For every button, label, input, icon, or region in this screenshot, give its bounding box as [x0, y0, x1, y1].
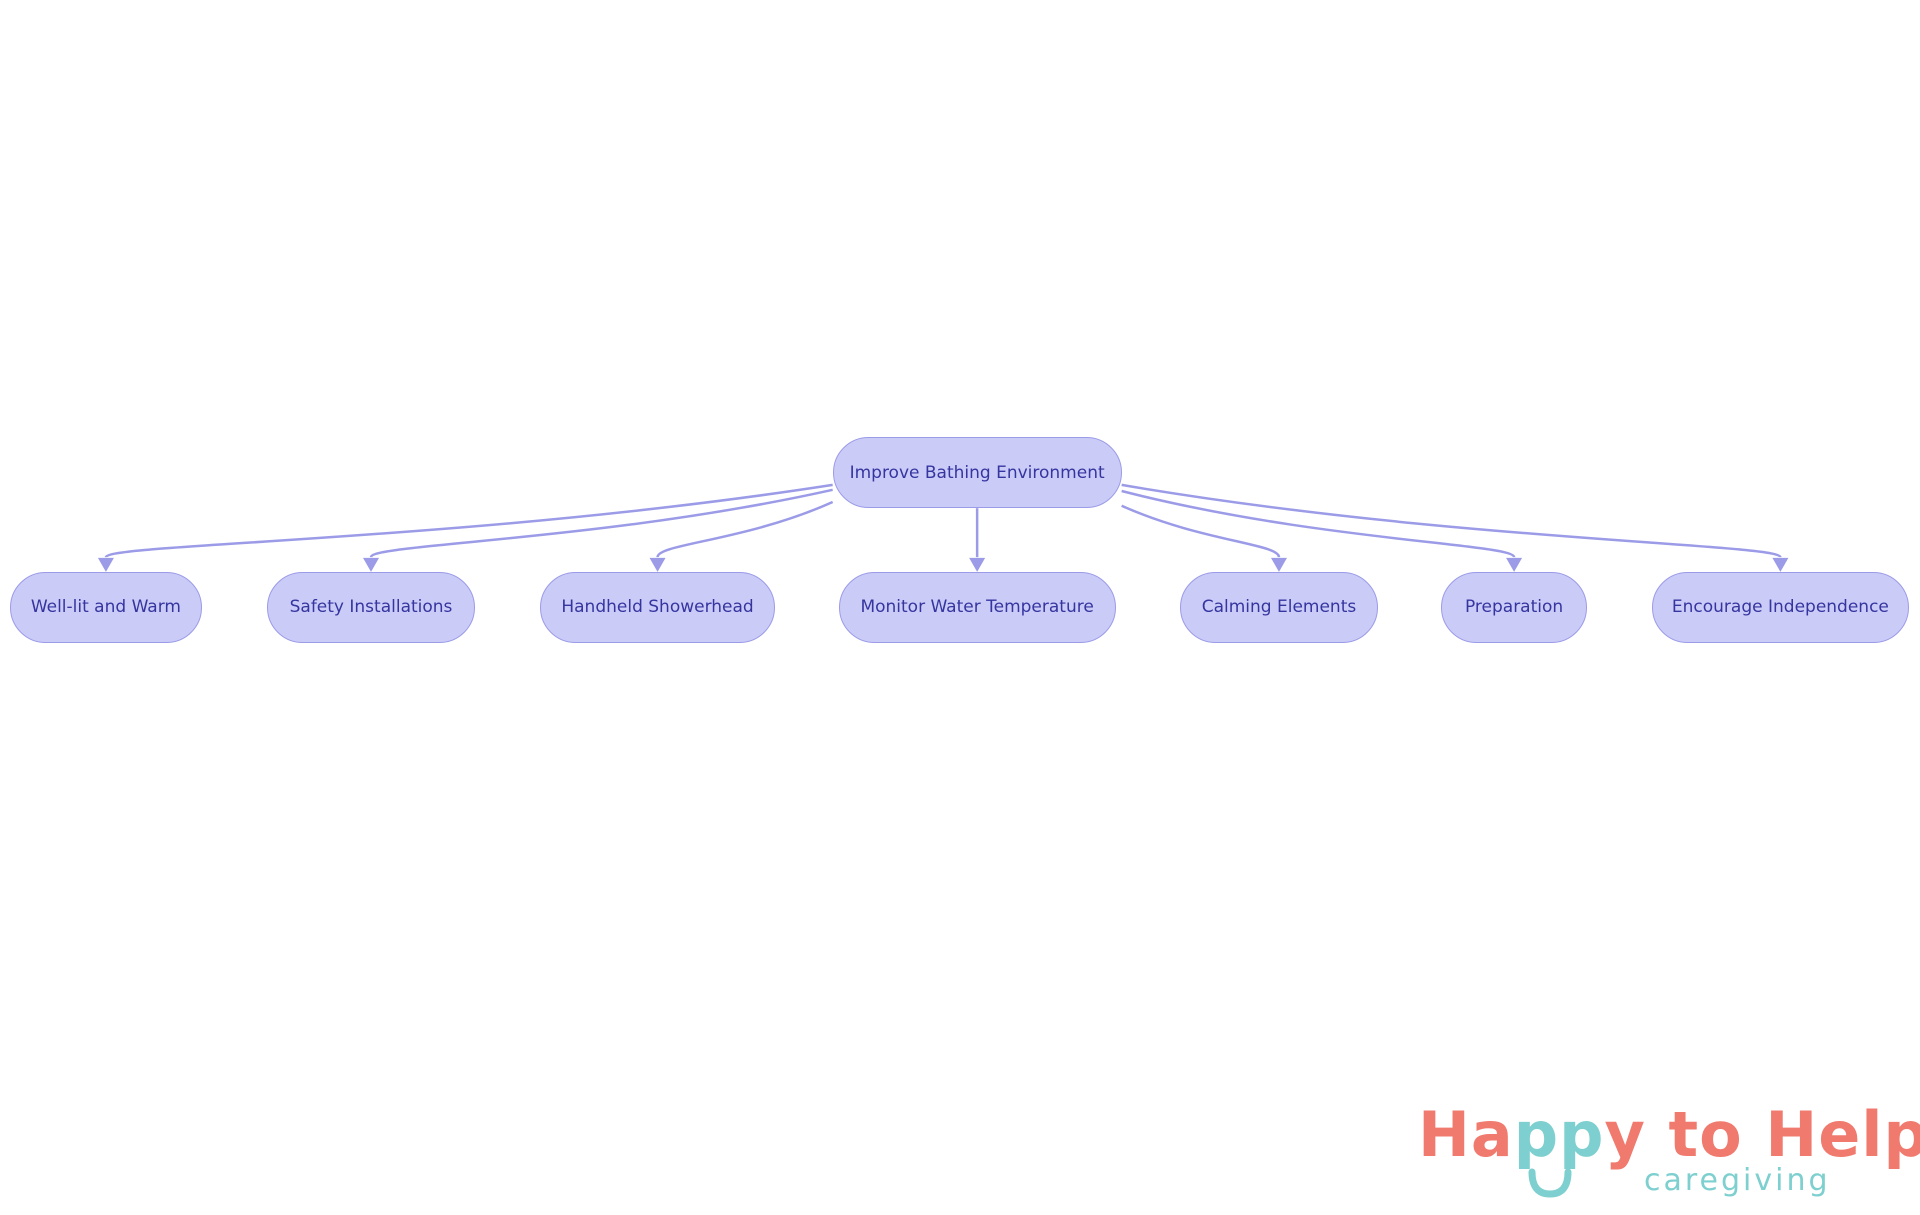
node-c5: Calming Elements — [1180, 571, 1378, 643]
logo-text-pp: pp — [1513, 1098, 1605, 1171]
diagram-edges — [97, 483, 1789, 572]
node-c6: Preparation — [1441, 571, 1587, 643]
arrowhead-c2 — [363, 557, 380, 572]
node-c3: Handheld Showerhead — [540, 571, 776, 643]
logo-tagline: caregiving — [1644, 1163, 1831, 1198]
node-c4: Monitor Water Temperature — [838, 571, 1116, 643]
brand-logo: Happy to Help caregiving — [1418, 1100, 1920, 1200]
logo-text-rest: y to Help — [1604, 1098, 1920, 1171]
node-c4-label: Monitor Water Temperature — [860, 597, 1094, 618]
arrowhead-c4 — [969, 557, 986, 572]
node-c3-label: Handheld Showerhead — [561, 597, 754, 618]
edge-c2 — [369, 488, 833, 559]
arrowhead-c6 — [1506, 557, 1523, 572]
edge-c7 — [1121, 483, 1782, 559]
node-root-label: Improve Bathing Environment — [849, 462, 1105, 483]
edge-c1 — [104, 483, 833, 559]
arrowhead-c5 — [1270, 557, 1287, 572]
edge-c3 — [656, 500, 834, 558]
arrowhead-c1 — [97, 557, 114, 572]
node-c7-label: Encourage Independence — [1671, 597, 1889, 618]
node-root: Improve Bathing Environment — [832, 437, 1122, 509]
logo-wordmark: Happy to Help — [1418, 1100, 1920, 1170]
edge-c6 — [1121, 489, 1516, 558]
arrowhead-c3 — [649, 557, 666, 572]
edge-c5 — [1121, 504, 1281, 558]
node-c1: Well-lit and Warm — [9, 571, 203, 643]
logo-text-ha: Ha — [1418, 1098, 1514, 1171]
node-c2: Safety Installations — [266, 571, 476, 643]
smile-icon — [1528, 1168, 1572, 1198]
node-c7: Encourage Independence — [1651, 571, 1909, 643]
node-c1-label: Well-lit and Warm — [30, 597, 181, 618]
arrowhead-c7 — [1772, 557, 1789, 572]
node-c6-label: Preparation — [1464, 597, 1564, 618]
node-c5-label: Calming Elements — [1201, 597, 1357, 618]
node-c2-label: Safety Installations — [289, 597, 453, 618]
